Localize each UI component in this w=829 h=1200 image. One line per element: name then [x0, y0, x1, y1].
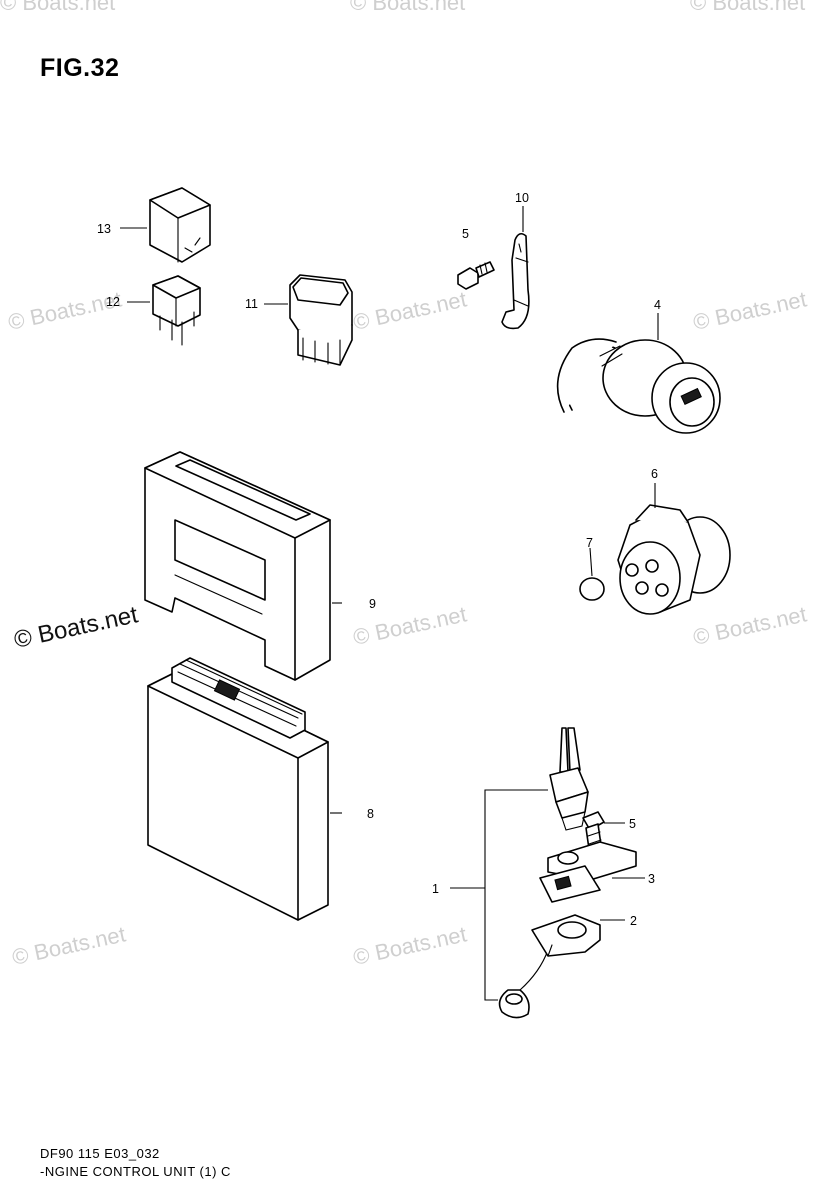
callout-4: 4	[654, 298, 661, 312]
callout-3: 3	[648, 872, 655, 886]
watermark: © Boats.net	[10, 921, 128, 969]
watermark: © Boats.net	[0, 0, 115, 15]
callout-10: 10	[515, 191, 529, 205]
part-11-relay-box	[264, 274, 353, 366]
callout-7: 7	[586, 536, 593, 550]
watermark: © Boats.net	[351, 921, 469, 969]
part-2-grommet	[531, 914, 625, 957]
watermark-dark: © Boats.net	[12, 601, 141, 654]
figure-name: -NGINE CONTROL UNIT (1) C	[40, 1164, 231, 1179]
part-12-relay	[127, 275, 201, 346]
callout-8: 8	[367, 807, 374, 821]
part-9-bracket	[144, 451, 342, 681]
watermark: © Boats.net	[350, 0, 465, 15]
figure-title: FIG.32	[40, 54, 120, 82]
part-8-ecu	[147, 657, 342, 921]
callout-5-top: 5	[462, 227, 469, 241]
part-10-clamp	[501, 206, 530, 330]
watermark: © Boats.net	[691, 286, 809, 334]
callout-1: 1	[432, 882, 439, 896]
callout-labels: 13 12 11 5 10 4 6 7 9 8 5 3 1 2	[97, 191, 661, 928]
callout-13: 13	[97, 222, 111, 236]
callout-12: 12	[106, 295, 120, 309]
part-3-bracket	[539, 841, 645, 903]
part-4-connector	[556, 313, 721, 434]
callout-11: 11	[245, 297, 258, 311]
figure-code: DF90 115 E03_032	[40, 1146, 160, 1161]
part-7-plug	[579, 547, 605, 601]
callout-2: 2	[630, 914, 637, 928]
part-13-relay	[120, 187, 211, 263]
watermark: © Boats.net	[690, 0, 805, 15]
part-1-sensor	[450, 727, 589, 1019]
watermark-layer: © Boats.net © Boats.net © Boats.net © Bo…	[0, 0, 809, 970]
watermark: © Boats.net	[691, 601, 809, 649]
watermark: © Boats.net	[6, 286, 124, 334]
watermark: © Boats.net	[351, 286, 469, 334]
callout-9: 9	[369, 597, 376, 611]
callout-5-bottom: 5	[629, 817, 636, 831]
callout-6: 6	[651, 467, 658, 481]
part-6-connector	[617, 483, 731, 615]
part-5-bolt-top	[457, 261, 495, 290]
